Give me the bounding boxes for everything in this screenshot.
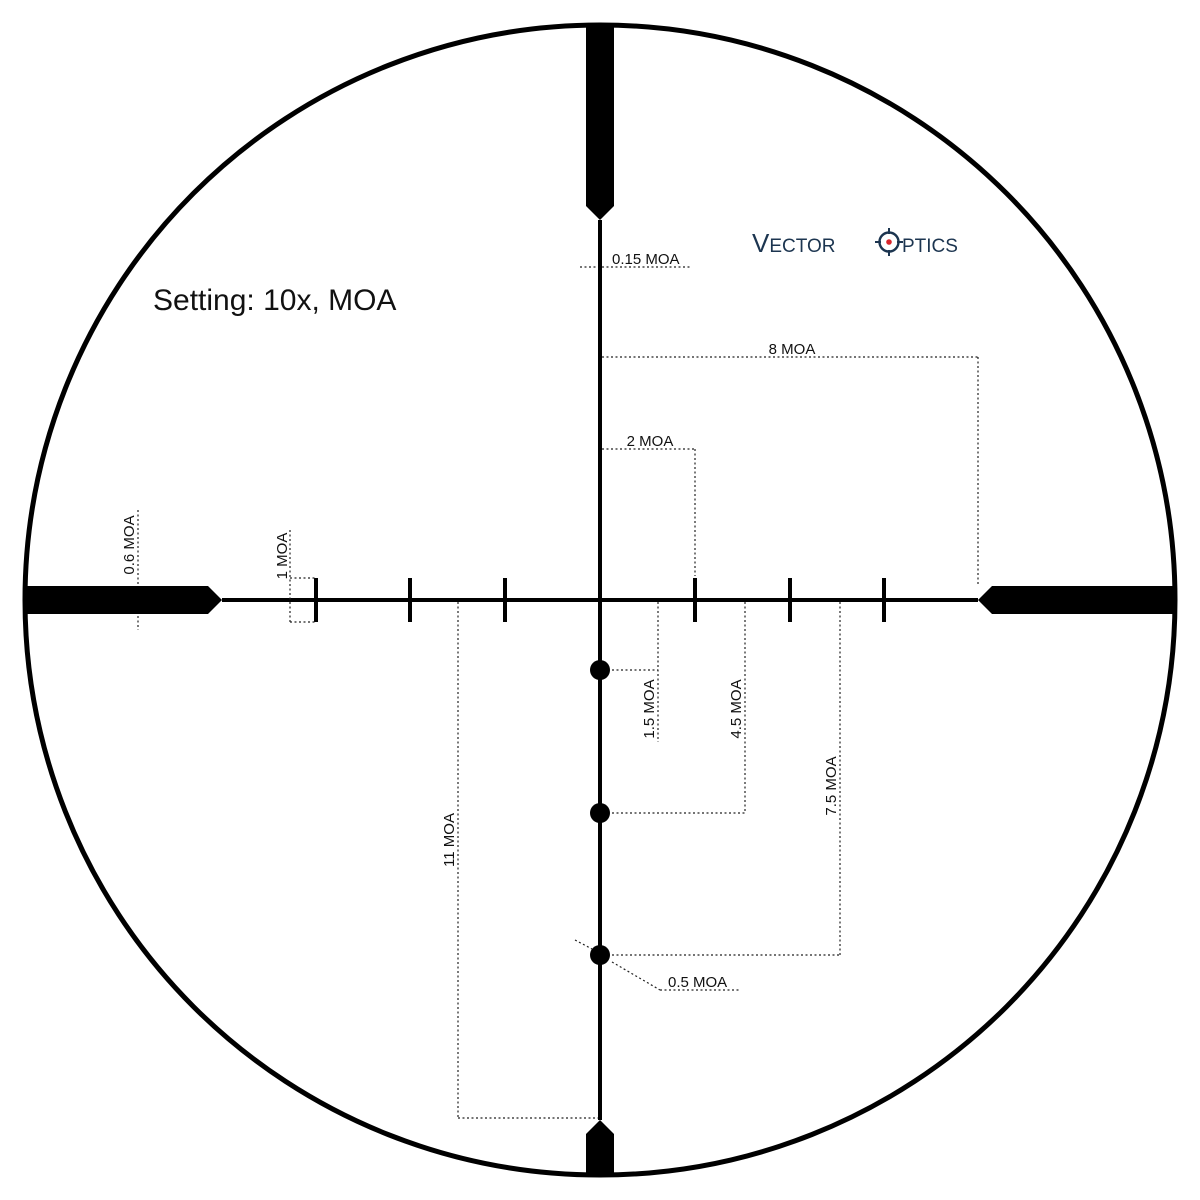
dimension-lines — [137, 266, 979, 1119]
bottom-post — [586, 1120, 614, 1175]
tick-height-label: 1 MOA — [274, 533, 291, 580]
field-of-view-ring — [22, 22, 1178, 1178]
vector-optics-logo: VECTOR PTICS — [752, 228, 958, 258]
holdover-dot — [590, 803, 610, 823]
holdover-dots — [590, 660, 610, 965]
logo-text-word2: PTICS — [902, 236, 958, 257]
right-post-gap-label: 8 MOA — [769, 341, 816, 358]
dot2-drop-label: 4.5 MOA — [728, 679, 745, 738]
bottom-post-gap-label: 11 MOA — [441, 813, 458, 867]
post-thickness-label: 0.6 MOA — [121, 515, 138, 574]
holdover-dot — [590, 660, 610, 680]
tick-spacing-label: 2 MOA — [627, 433, 674, 450]
left-post — [25, 586, 222, 614]
dot3-drop-label: 7.5 MOA — [823, 756, 840, 815]
right-post — [978, 586, 1175, 614]
center-line-label: 0.15 MOA — [612, 251, 680, 268]
crosshair-o-icon — [875, 228, 903, 256]
dot1-drop-label: 1.5 MOA — [641, 679, 658, 738]
logo-text-word1: VECTOR — [752, 228, 836, 258]
dot-size-label: 0.5 MOA — [668, 974, 727, 991]
hash-marks — [314, 578, 886, 622]
holdover-dot — [590, 945, 610, 965]
top-post — [586, 25, 614, 220]
setting-label: Setting: 10x, MOA — [153, 284, 396, 317]
logo-red-dot — [886, 239, 892, 245]
